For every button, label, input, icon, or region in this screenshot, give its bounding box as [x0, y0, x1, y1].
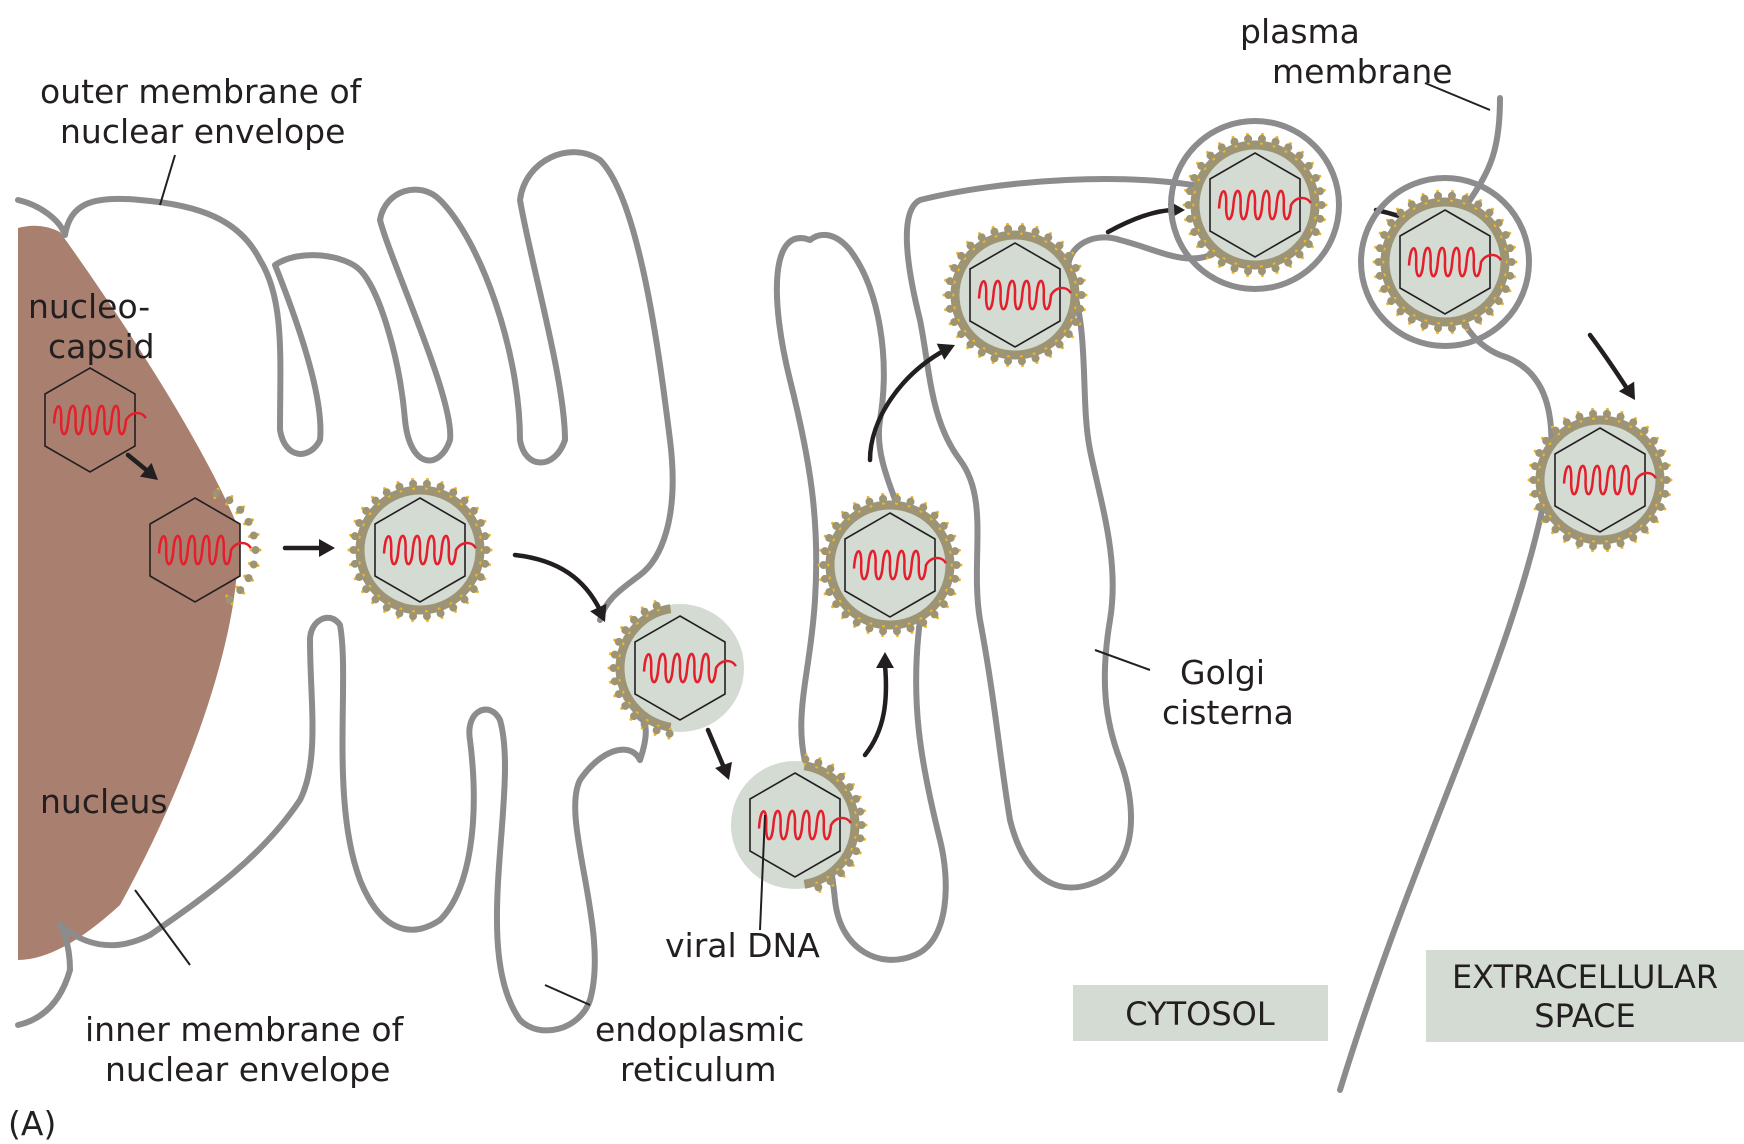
arrow-7: [1108, 210, 1175, 232]
virus-particles: [45, 121, 1671, 891]
arrow-5: [865, 665, 886, 755]
enveloped-virus-icon: [944, 224, 1086, 365]
er-label-line1: endoplasmic: [595, 1010, 804, 1049]
enveloped-virus-icon: [349, 479, 491, 620]
nucleus-label: nucleus: [40, 782, 168, 821]
inner-membrane-label-line1: inner membrane of: [85, 1010, 405, 1049]
budding-from-er-virus-icon: [731, 755, 866, 892]
plasma-membrane-label-line2: membrane: [1272, 52, 1453, 91]
arrow-9: [1590, 335, 1628, 390]
extracellular-label-line2: SPACE: [1534, 997, 1635, 1035]
arrow-4: [708, 730, 725, 770]
panel-label: (A): [8, 1104, 56, 1143]
vesicle-virus-icon: [1171, 121, 1339, 289]
plasma-membrane-label-line1: plasma: [1240, 12, 1360, 51]
enveloped-virus-icon: [819, 494, 961, 635]
outer-membrane-label-line1: outer membrane of: [40, 72, 363, 111]
arrowhead-icon: [876, 652, 894, 668]
arrow-3: [515, 555, 600, 610]
er-membrane: [600, 575, 640, 620]
golgi-label-line2: cisterna: [1162, 693, 1294, 732]
viral-dna-label: viral DNA: [665, 926, 820, 965]
extracellular-label-line1: EXTRACELLULAR: [1452, 958, 1718, 996]
nucleocapsid-label-line2: capsid: [48, 327, 155, 366]
nucleocapsid-label-line1: nucleo-: [28, 287, 150, 326]
cytosol-label: CYTOSOL: [1125, 995, 1275, 1033]
outer-membrane-label-line2: nuclear envelope: [60, 112, 345, 151]
er-label-line2: reticulum: [620, 1050, 777, 1089]
budding-into-er-virus-icon: [609, 602, 744, 739]
inner-membrane-label-line2: nuclear envelope: [105, 1050, 390, 1089]
exocytosing-virus-icon: [1361, 178, 1529, 346]
golgi-label-line1: Golgi: [1180, 653, 1265, 692]
arrowhead-icon: [319, 539, 335, 557]
